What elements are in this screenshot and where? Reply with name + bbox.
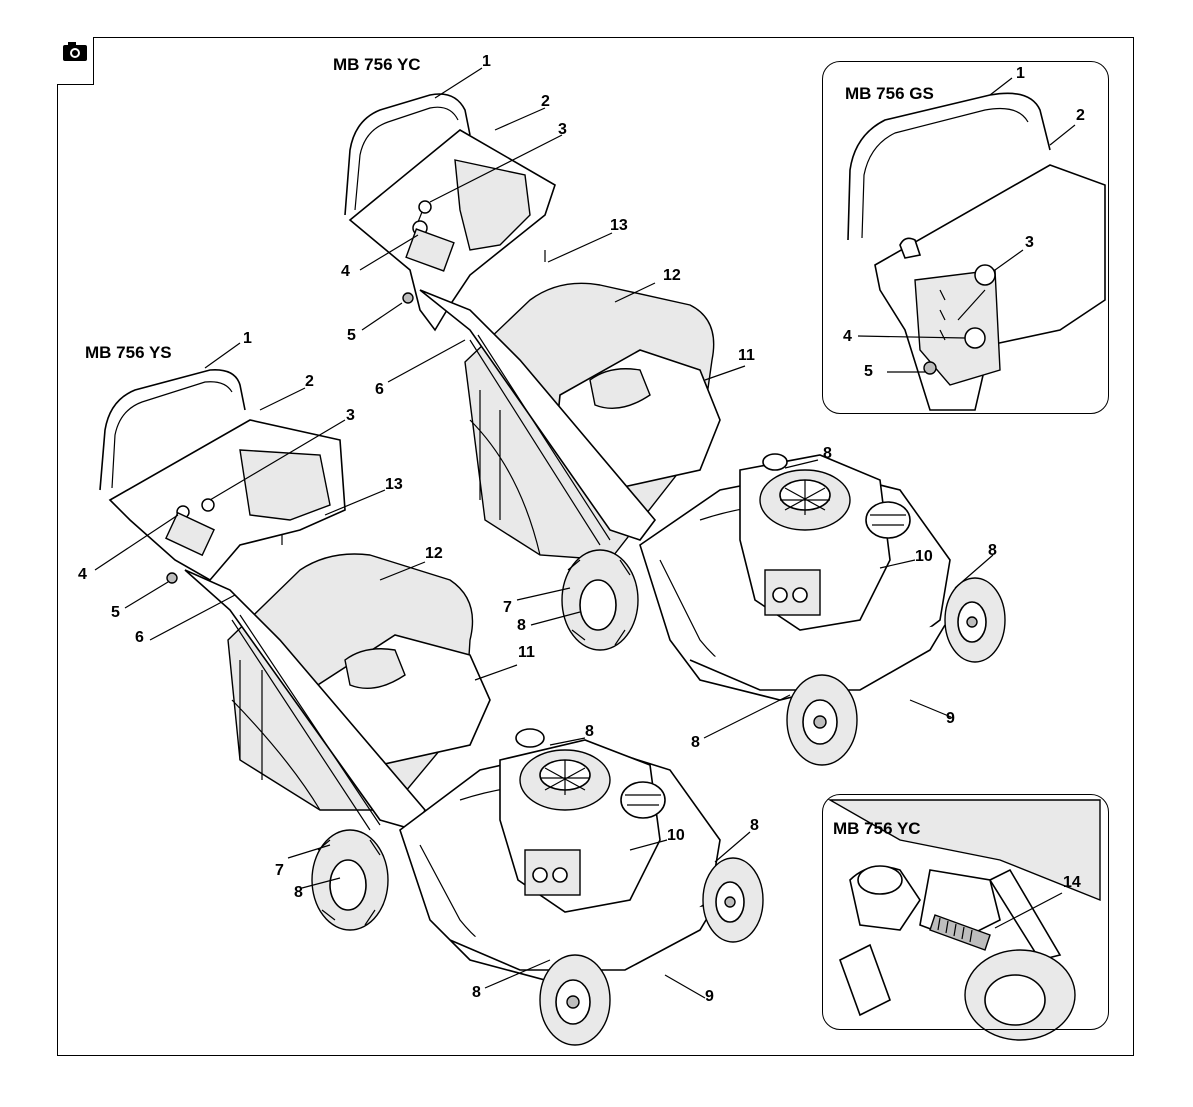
callout-yc-inset-14: 14	[1063, 875, 1081, 891]
callout-ys-2: 2	[305, 374, 314, 390]
callout-yc-8c: 8	[517, 618, 526, 634]
callout-yc-1: 1	[482, 54, 491, 70]
callout-ys-3: 3	[346, 408, 355, 424]
callout-ys-5: 5	[111, 605, 120, 621]
wheel-front-left-ys	[540, 955, 610, 1045]
callout-gs-1: 1	[1016, 66, 1025, 82]
wheel-front-left-yc	[787, 675, 857, 765]
callout-ys-12: 12	[425, 546, 443, 562]
wheel-rear-ys	[312, 830, 388, 930]
callout-gs-5: 5	[864, 364, 873, 380]
callout-ys-11: 11	[518, 645, 535, 661]
callout-ys-7: 7	[275, 863, 284, 879]
callout-yc-10: 10	[915, 549, 933, 565]
callout-gs-3: 3	[1025, 235, 1034, 251]
callout-yc-2: 2	[541, 94, 550, 110]
callout-yc-8a: 8	[823, 446, 832, 462]
callout-yc-11: 11	[738, 348, 755, 364]
callout-yc-8b: 8	[988, 543, 997, 559]
callout-yc-5: 5	[347, 328, 356, 344]
callout-yc-6: 6	[375, 382, 384, 398]
callout-gs-4: 4	[843, 329, 852, 345]
model-label-gs: MB 756 GS	[845, 85, 934, 102]
callout-gs-2: 2	[1076, 108, 1085, 124]
callout-ys-4: 4	[78, 567, 87, 583]
callout-ys-8d: 8	[472, 985, 481, 1001]
callout-yc-8d: 8	[691, 735, 700, 751]
model-label-yc-inset: MB 756 YC	[833, 820, 921, 837]
callout-ys-8c: 8	[294, 885, 303, 901]
callout-yc-9: 9	[946, 711, 955, 727]
callout-ys-8a: 8	[585, 724, 594, 740]
model-label-yc: MB 756 YC	[333, 56, 421, 73]
callout-ys-13: 13	[385, 477, 403, 493]
callout-ys-10: 10	[667, 828, 685, 844]
callout-yc-12: 12	[663, 268, 681, 284]
wheel-front-right-yc	[945, 578, 1005, 662]
callout-ys-9: 9	[705, 989, 714, 1005]
callout-ys-1: 1	[243, 331, 252, 347]
callout-yc-4: 4	[341, 264, 350, 280]
wheel-rear-yc	[562, 550, 638, 650]
callout-yc-13: 13	[610, 218, 628, 234]
callout-ys-8b: 8	[750, 818, 759, 834]
callout-yc-3: 3	[558, 122, 567, 138]
model-label-ys: MB 756 YS	[85, 344, 172, 361]
callout-yc-7: 7	[503, 600, 512, 616]
wheel-front-right-ys	[703, 858, 763, 942]
callout-ys-6: 6	[135, 630, 144, 646]
inset-mb756gs	[822, 61, 1109, 414]
